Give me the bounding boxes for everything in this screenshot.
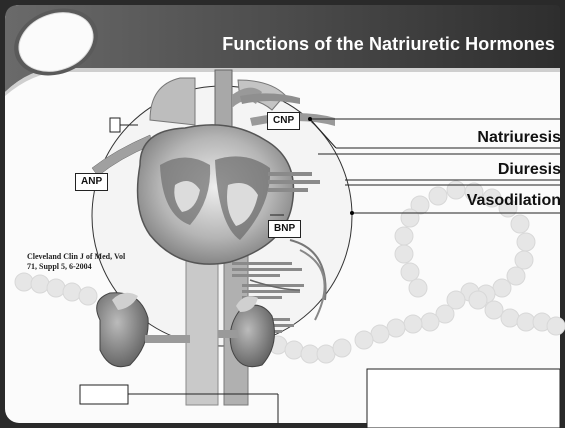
effect-diuresis: Diuresis [498,161,561,179]
hormone-bnp-label: BNP [268,220,301,238]
hormone-anp-label: ANP [75,173,108,191]
pointer-box [110,118,120,132]
effect-natriuresis: Natriuresis [477,129,561,147]
slide-title: Functions of the Natriuretic Hormones [222,34,555,55]
citation: Cleveland Clin J of Med, Vol 71, Suppl 5… [27,252,137,272]
hormone-cnp-label: CNP [267,112,300,130]
effect-vasodilation: Vasodilation [467,192,561,210]
